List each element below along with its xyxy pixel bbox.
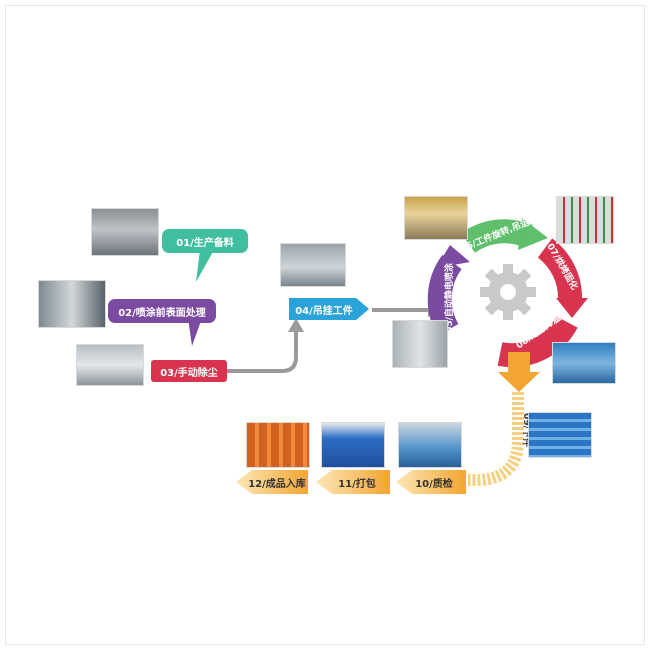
step-02-bubble: 02/喷涂前表面处理 xyxy=(108,299,216,323)
cycle-segment-07-arrowhead xyxy=(556,298,588,318)
cycle-segment-05-arrowhead xyxy=(436,245,470,268)
step-12-label-box: 12/成品入库 xyxy=(246,472,308,492)
step-10-label-box: 10/质检 xyxy=(404,472,464,492)
photo-08-cooling-area xyxy=(552,342,616,384)
photo-02-pretreatment-line xyxy=(38,280,106,328)
cycle-segment-07 xyxy=(537,238,583,301)
bubble-01-tail xyxy=(196,250,214,282)
connector-03-to-04-arrowhead xyxy=(288,318,304,332)
step-02-label: 02/喷涂前表面处理 xyxy=(118,307,206,319)
photo-07-oven-control-panel xyxy=(556,196,614,244)
step-12-label: 12/成品入库 xyxy=(248,478,306,490)
photo-01-material-workshop xyxy=(91,208,159,256)
step-03-label: 03/手动除尘 xyxy=(160,367,218,379)
step-01-bubble: 01/生产备料 xyxy=(162,229,248,253)
photo-09-unloading xyxy=(528,412,592,458)
photo-03-dust-removal xyxy=(76,344,144,386)
step-04-arrow: 04/吊挂工件 xyxy=(289,298,369,320)
step-01-label: 01/生产备料 xyxy=(176,237,234,249)
arrow-10 xyxy=(396,470,466,494)
step-04-label: 04/吊挂工件 xyxy=(295,305,353,317)
label-05: 05/自动静电喷涂 xyxy=(443,262,455,333)
arrow-12 xyxy=(236,470,308,494)
step-03-box: 03/手动除尘 xyxy=(151,360,227,382)
photo-10-inspection xyxy=(398,422,462,468)
image-frame xyxy=(5,5,645,645)
arrow-11 xyxy=(316,470,390,494)
step-11-label: 11/打包 xyxy=(338,478,376,490)
photo-04-hanging-workpieces xyxy=(280,243,346,287)
photo-05-spray-booth xyxy=(392,320,448,368)
connector-09-to-10 xyxy=(468,392,524,486)
step-10-label: 10/质检 xyxy=(415,478,453,490)
gear-icon xyxy=(480,264,536,320)
photo-06-hoisting-rack xyxy=(404,196,468,240)
photo-12-warehouse xyxy=(246,422,310,468)
photo-11-packing xyxy=(321,422,385,468)
cycle-segment-06-arrowhead xyxy=(518,218,548,250)
connector-03-to-04 xyxy=(226,330,298,373)
bubble-02-tail xyxy=(188,318,202,346)
step-11-label-box: 11/打包 xyxy=(326,472,388,492)
cycle-segment-09-arrow xyxy=(498,352,540,392)
